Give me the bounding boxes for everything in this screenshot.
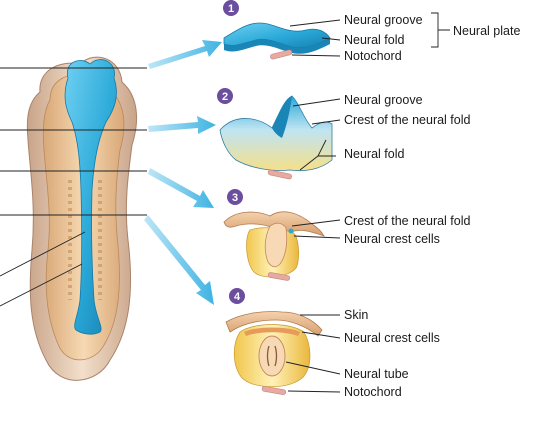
stage-arrows (144, 40, 222, 305)
neural-tube-3 (264, 222, 288, 268)
label-crest-of-neural-fold-3: Crest of the neural fold (344, 214, 471, 228)
label-neural-crest-cells-3: Neural crest cells (344, 232, 440, 246)
notochord-2 (267, 169, 292, 180)
neural-crest-band-4 (244, 327, 300, 336)
label-skin: Skin (344, 308, 368, 322)
label-neural-crest-cells-4: Neural crest cells (344, 331, 440, 345)
label-crest-of-neural-fold-2: Crest of the neural fold (344, 113, 471, 127)
neural-groove-notch (272, 96, 292, 138)
stage-4: 4 (225, 288, 323, 395)
label-neural-tube: Neural tube (344, 367, 409, 381)
label-neural-groove-2: Neural groove (344, 93, 423, 107)
section-lines (0, 67, 147, 307)
arrow-to-step-1 (148, 40, 222, 69)
neural-plate-bracket (431, 12, 450, 48)
stage-2: 2 (217, 88, 333, 180)
embryo-illustration (26, 56, 138, 381)
step-3-number: 3 (232, 192, 238, 204)
step-4-number: 4 (234, 291, 241, 303)
embryo-somites (68, 180, 102, 300)
label-neural-fold-1: Neural fold (344, 33, 404, 47)
stage-2-labels: Neural groove Crest of the neural fold N… (292, 93, 471, 171)
neural-crest-cells-3 (288, 228, 294, 234)
arrow-to-step-2 (148, 116, 216, 134)
notochord-3 (267, 272, 291, 281)
label-neural-fold-2: Neural fold (344, 147, 404, 161)
label-neural-plate: Neural plate (453, 24, 520, 38)
step-2-badge (217, 88, 233, 104)
neural-tube-4 (258, 335, 286, 377)
step-4-badge (229, 288, 245, 304)
stage-3: 3 (223, 189, 325, 281)
notochord-4 (261, 386, 287, 395)
embryo-neural-tube (64, 59, 117, 335)
neural-plate-side (224, 38, 330, 54)
pointer-line-b (0, 263, 83, 307)
step-3-badge (227, 189, 243, 205)
arrow-to-step-3 (148, 168, 214, 208)
step-1-number: 1 (228, 3, 234, 15)
stage-4-labels: Skin Neural crest cells Neural tube Noto… (285, 308, 440, 399)
stage-1-labels: Neural groove Neural fold Notochord Neur… (289, 12, 520, 63)
label-notochord-1: Notochord (344, 49, 402, 63)
pointer-line-a (0, 231, 86, 277)
notochord-1 (270, 49, 293, 60)
skin-4 (225, 311, 323, 337)
label-neural-groove-1: Neural groove (344, 13, 423, 27)
neural-canal-4 (266, 345, 278, 367)
stage-3-labels: Crest of the neural fold Neural crest ce… (291, 214, 471, 246)
step-1-badge (223, 0, 239, 16)
stage-1: 1 (223, 0, 331, 60)
label-notochord-4: Notochord (344, 385, 402, 399)
step-2-number: 2 (222, 91, 228, 103)
arrow-to-step-4 (144, 215, 214, 305)
